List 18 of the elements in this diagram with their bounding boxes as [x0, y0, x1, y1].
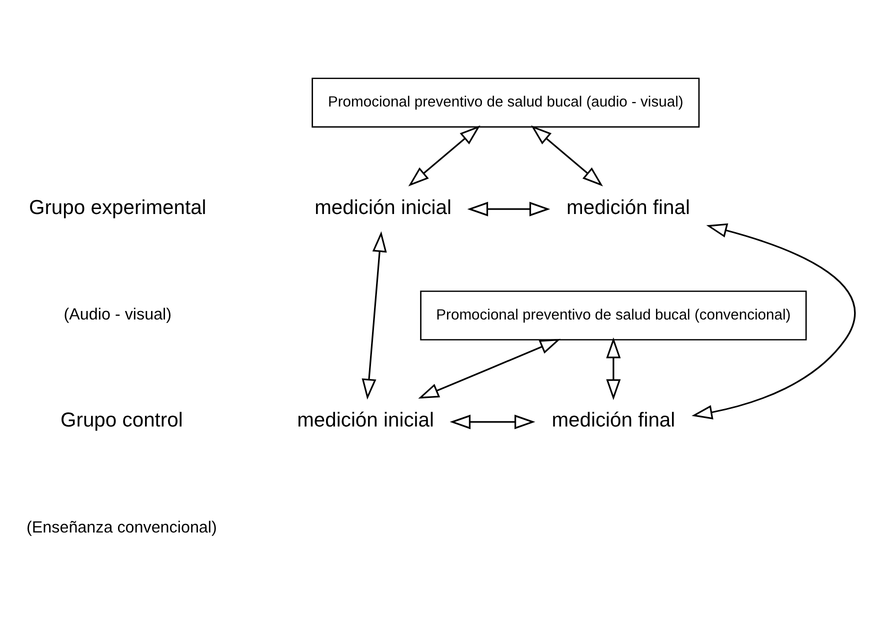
label: (Enseñanza convencional) [26, 518, 216, 536]
node-text: medición inicial [314, 196, 452, 218]
arrow [361, 230, 386, 400]
node-box: Promocional preventivo de salud bucal (audio - visual) [311, 77, 700, 128]
arrow [691, 222, 855, 419]
arrow [466, 201, 550, 216]
node-text: medición final [551, 409, 675, 432]
node-text: medición inicial [296, 409, 434, 432]
arrow [606, 336, 620, 400]
label: (Audio - visual) [63, 305, 172, 324]
node-text: medición final [566, 196, 690, 218]
arrow [408, 124, 480, 186]
node-box: Promocional preventivo de salud bucal (convencional) [420, 290, 806, 340]
arrow [530, 124, 602, 186]
arrow [418, 338, 560, 398]
label: Grupo control [60, 409, 182, 432]
label: Grupo experimental [28, 196, 206, 218]
arrow [449, 414, 535, 429]
